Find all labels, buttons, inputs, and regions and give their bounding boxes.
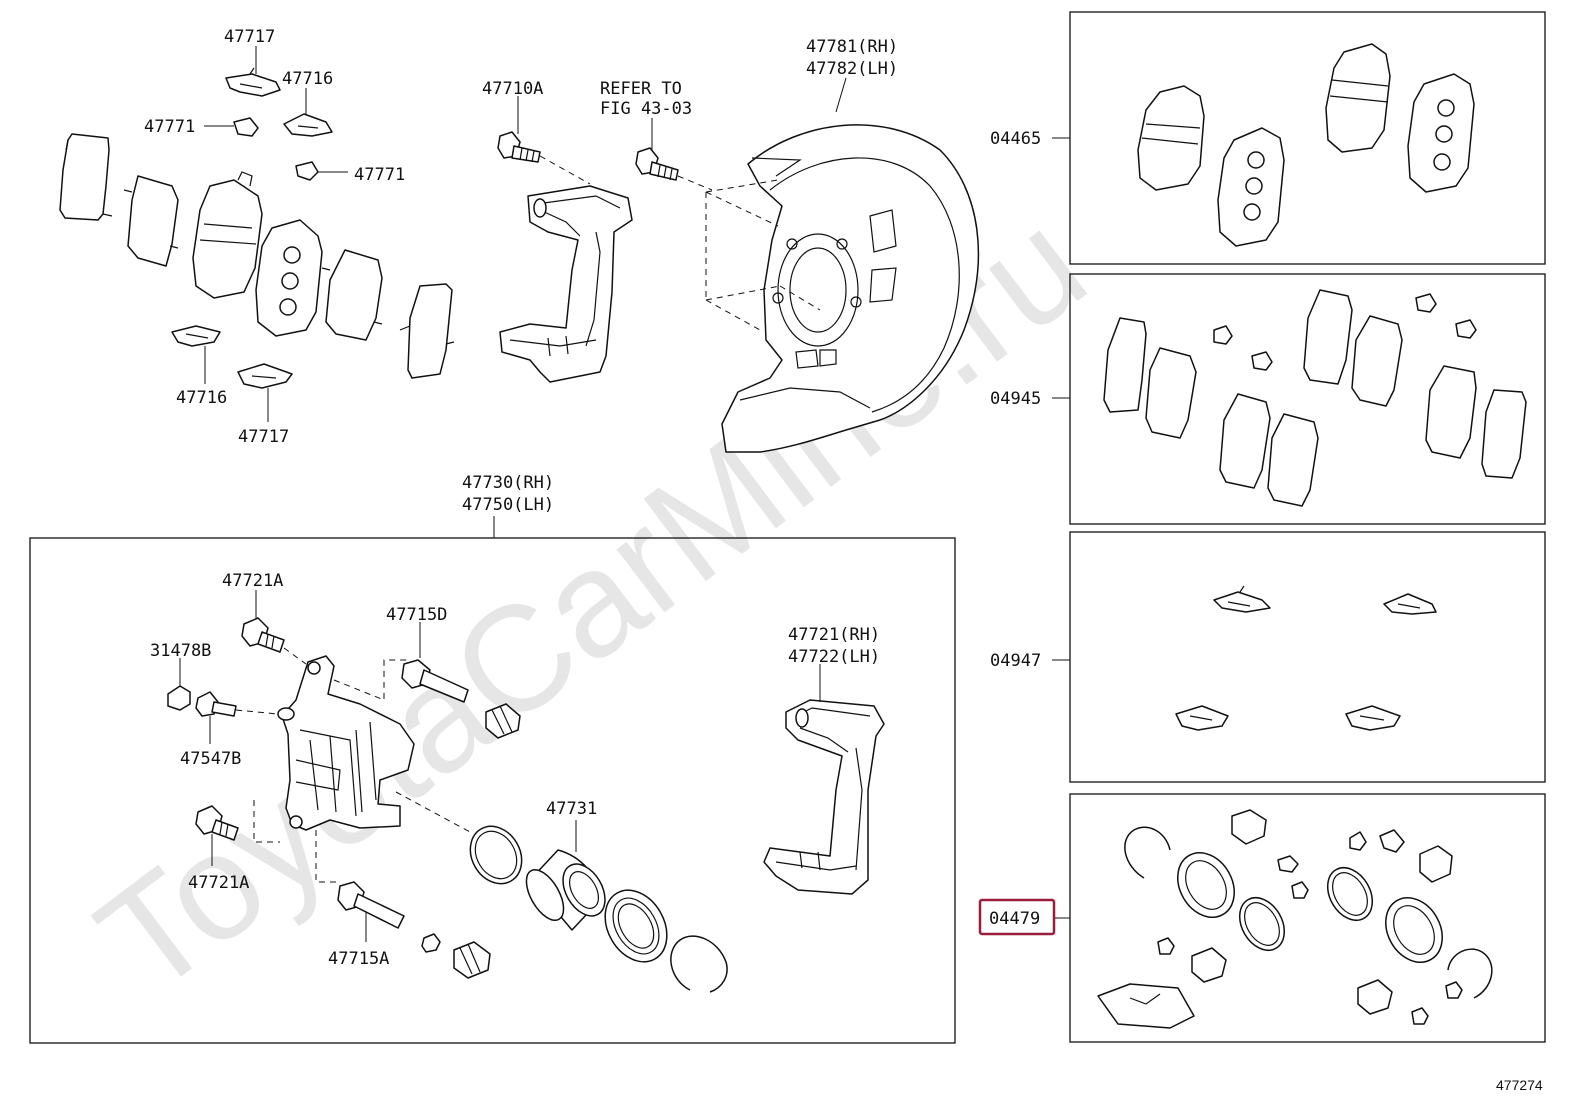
slide-pin-boot-top[interactable] — [485, 703, 521, 739]
clip-47716-bottom[interactable] — [171, 325, 221, 347]
label-47717-bottom: 47717 — [238, 427, 289, 447]
kit-04479-label[interactable]: 04479 — [989, 909, 1040, 929]
label-47750-lh: 47750(LH) — [462, 495, 554, 515]
label-47717-top: 47717 — [224, 27, 275, 47]
bolt-refer-fig-43-03[interactable] — [635, 147, 679, 181]
label-47721a-bottom: 47721A — [188, 873, 249, 893]
label-47730-rh: 47730(RH) — [462, 473, 554, 493]
label-47716-bottom: 47716 — [176, 388, 227, 408]
clip-47717-top[interactable] — [225, 67, 281, 97]
brake-pad-outer[interactable] — [192, 179, 263, 299]
bleeder-cap-31478b[interactable] — [167, 685, 191, 711]
label-47771-right: 47771 — [354, 165, 405, 185]
bolt-47721a-top[interactable] — [241, 617, 285, 653]
kit-04945-shims — [1103, 289, 1527, 507]
bushing-small[interactable] — [421, 933, 441, 953]
boot-set-ring[interactable] — [670, 935, 728, 993]
slide-pin-47715d[interactable] — [401, 659, 469, 703]
label-47781-rh: 47781(RH) — [806, 37, 898, 57]
shim-47771-left[interactable] — [233, 117, 259, 137]
kit-04479-parts — [1097, 809, 1493, 1029]
label-47721-rh: 47721(RH) — [788, 625, 880, 645]
label-refer-line1: REFER TO — [600, 79, 682, 99]
slide-pin-boot-bottom[interactable] — [453, 941, 491, 979]
kit-04465-pads — [1137, 43, 1475, 247]
label-47710a: 47710A — [482, 79, 543, 99]
caliper-assembly-frame — [29, 537, 956, 1044]
label-47731: 47731 — [546, 799, 597, 819]
pad-shim-inner-left[interactable] — [325, 249, 383, 341]
figure-number: 477274 — [1496, 1077, 1543, 1093]
disc-brake-dust-cover[interactable] — [721, 124, 980, 453]
shim-47771-right[interactable] — [295, 161, 319, 181]
kit-04947-frame — [1069, 531, 1546, 783]
label-47722-lh: 47722(LH) — [788, 647, 880, 667]
clip-47717-bottom[interactable] — [237, 363, 293, 389]
bolt-47721a-bottom[interactable] — [195, 805, 239, 841]
caliper-body[interactable] — [277, 655, 415, 831]
kit-04945-frame — [1069, 273, 1546, 525]
kit-04945-label[interactable]: 04945 — [990, 389, 1041, 409]
piston-boot[interactable] — [593, 879, 679, 973]
label-refer-line2: FIG 43-03 — [600, 99, 692, 119]
label-31478b: 31478B — [150, 641, 211, 661]
label-47716-top: 47716 — [282, 69, 333, 89]
clip-47716-top[interactable] — [283, 113, 333, 137]
bleeder-plug-47547b[interactable] — [195, 691, 237, 717]
label-47547b: 47547B — [180, 749, 241, 769]
label-47782-lh: 47782(LH) — [806, 59, 898, 79]
kit-04465-label[interactable]: 04465 — [990, 129, 1041, 149]
caliper-mounting-bracket[interactable] — [763, 699, 885, 895]
slide-pin-47715a[interactable] — [337, 881, 405, 929]
kit-04947-label[interactable]: 04947 — [990, 651, 1041, 671]
caliper-piston-47731[interactable] — [519, 849, 614, 931]
pad-shim-outer-left[interactable] — [59, 133, 110, 221]
pad-shim-outer-right[interactable] — [127, 175, 179, 267]
label-47715a: 47715A — [328, 949, 389, 969]
kit-04947-clips — [1175, 585, 1437, 731]
caliper-mounting-bracket-top[interactable] — [499, 185, 633, 383]
pad-shim-inner-right[interactable] — [407, 283, 453, 379]
pad-group-top-left — [59, 133, 455, 379]
label-47715d: 47715D — [386, 605, 447, 625]
label-47771-left: 47771 — [144, 117, 195, 137]
label-47721a-top: 47721A — [222, 571, 283, 591]
bolt-47710a[interactable] — [497, 131, 541, 163]
piston-seal[interactable] — [460, 817, 532, 893]
kit-04479-highlight[interactable] — [978, 898, 1056, 936]
